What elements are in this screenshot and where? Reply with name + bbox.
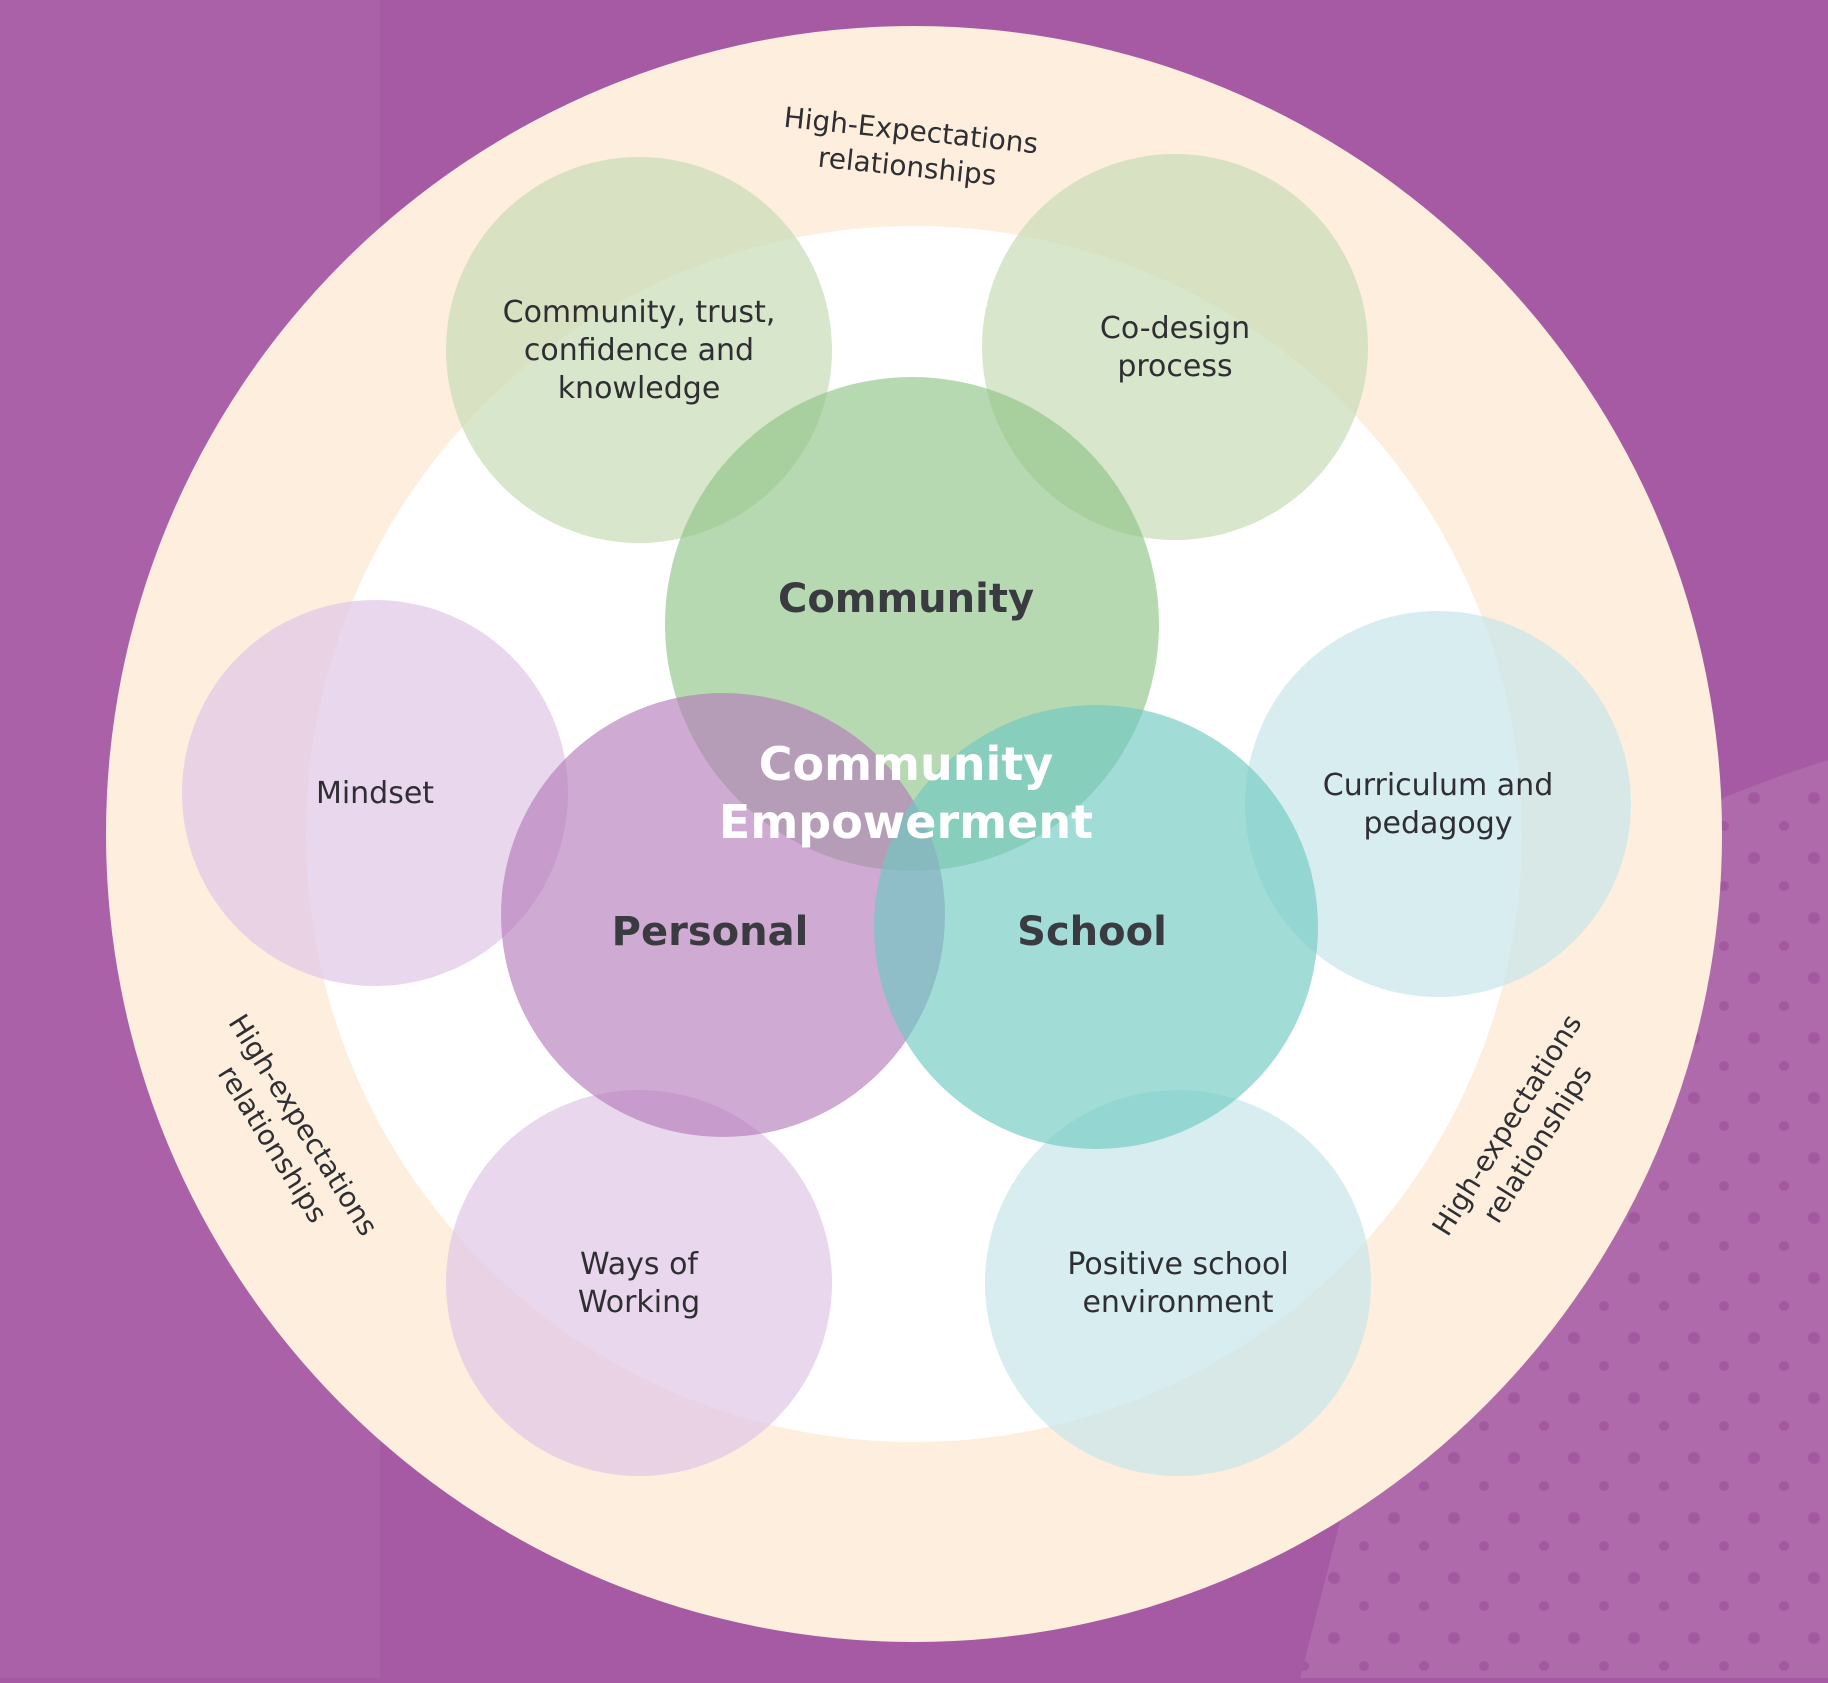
outer-label-mindset: Mindset bbox=[316, 776, 434, 811]
outer-circle-ctck bbox=[446, 157, 832, 543]
outer-circle-positive bbox=[985, 1090, 1371, 1476]
core-circle-school bbox=[874, 705, 1318, 1149]
outer-circle-mindset bbox=[182, 600, 568, 986]
outer-circle-ways bbox=[446, 1090, 832, 1476]
core-circle-personal bbox=[501, 693, 945, 1137]
core-label-school: School bbox=[1017, 909, 1167, 955]
core-label-community: Community bbox=[778, 576, 1034, 622]
core-label-personal: Personal bbox=[612, 909, 809, 955]
outer-circle-curriculum bbox=[1245, 611, 1631, 997]
